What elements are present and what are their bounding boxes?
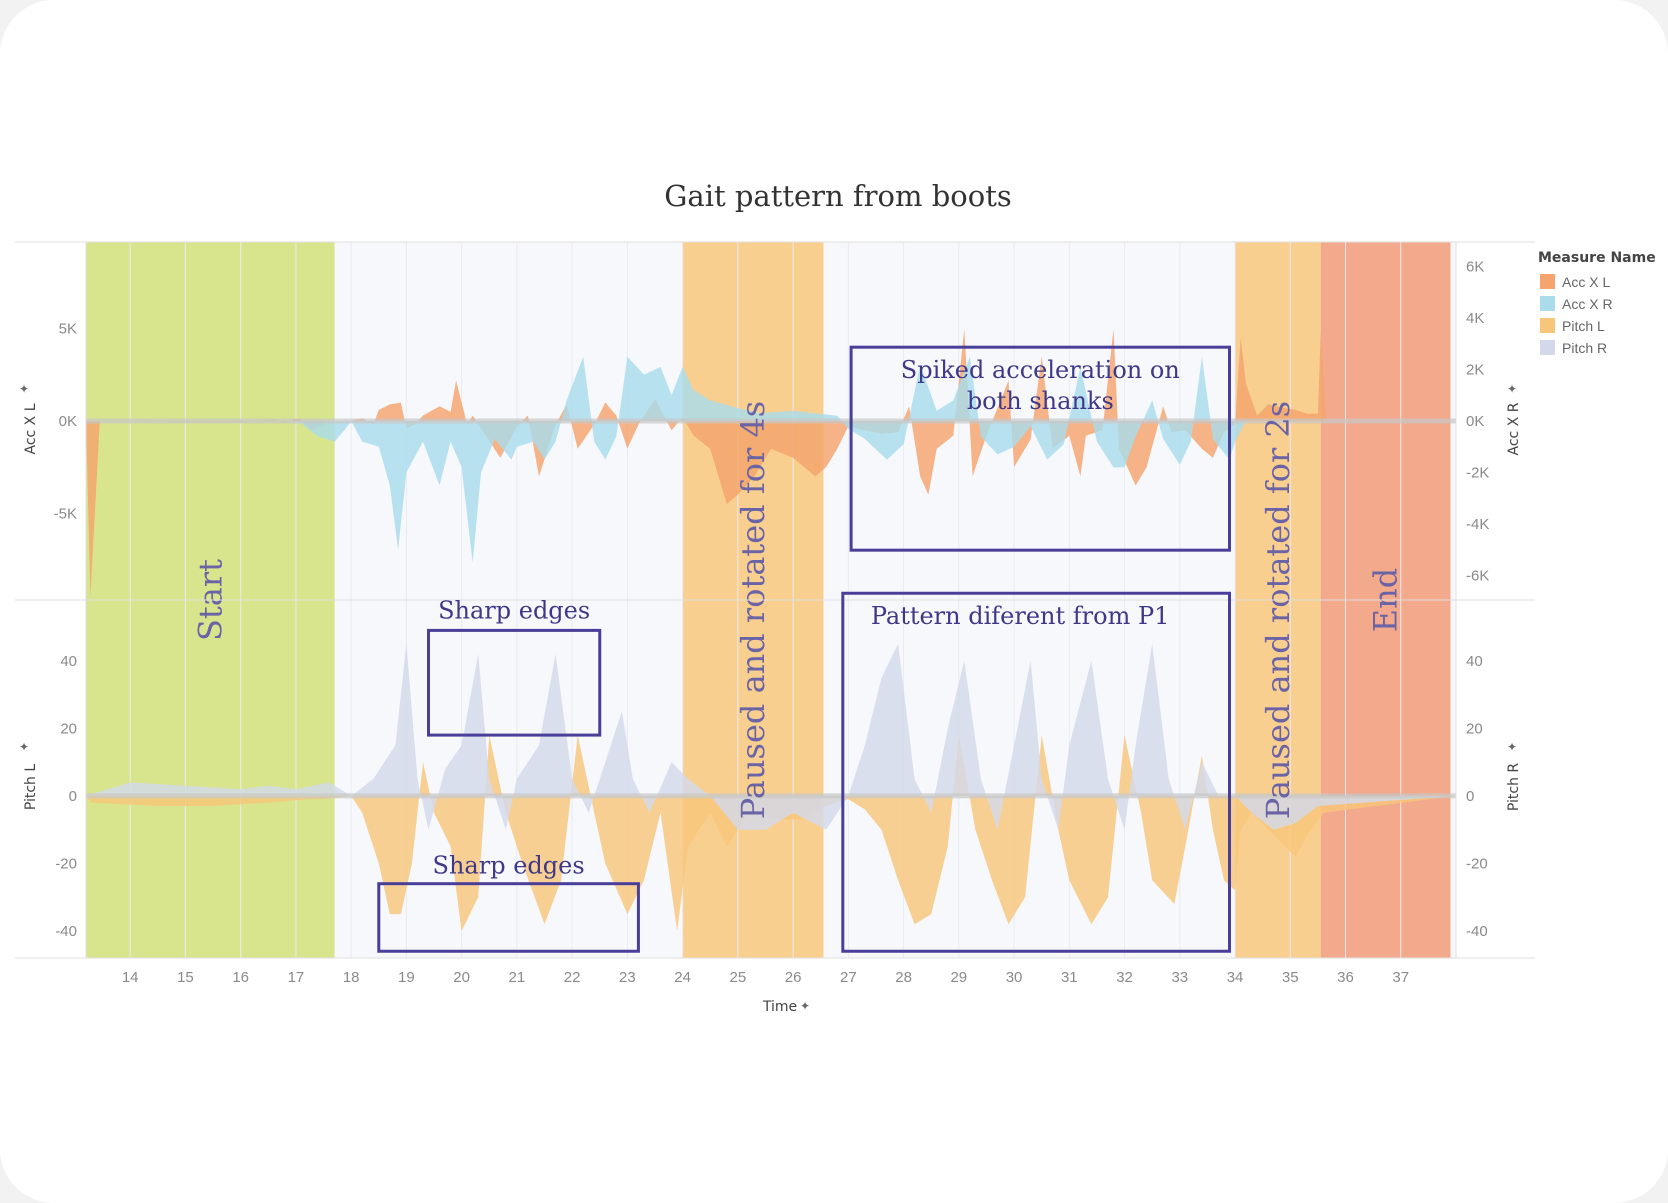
legend-label-pitch-r[interactable]: Pitch R <box>1562 340 1607 356</box>
y-tick-label: -40 <box>1466 923 1488 940</box>
annotation-label-1: Spiked acceleration on <box>901 356 1180 384</box>
legend: Acc X L Acc X R Pitch L Pitch R <box>1540 274 1613 356</box>
legend-title: Measure Name <box>1538 250 1656 266</box>
x-tick-label: 28 <box>895 969 912 986</box>
y-tick-label: 0K <box>59 413 77 430</box>
legend-swatch-pitch-l[interactable] <box>1540 318 1555 333</box>
panel-pitch <box>86 643 1456 931</box>
x-tick-label: 37 <box>1392 969 1409 986</box>
series-acc-x-r <box>86 356 1456 563</box>
legend-label-pitch-l[interactable]: Pitch L <box>1562 318 1605 334</box>
right-axis-title-acc: Acc X R <box>1506 402 1522 455</box>
left-axis-title-pitch: Pitch L <box>23 764 39 811</box>
x-tick-label: 30 <box>1006 969 1023 986</box>
x-tick-label: 18 <box>343 969 360 986</box>
x-tick-label: 23 <box>619 969 636 986</box>
annotation-box-2 <box>841 591 1232 953</box>
y-tick-label: 2K <box>1466 361 1484 378</box>
x-tick-label: 33 <box>1171 969 1188 986</box>
x-tick-label: 20 <box>453 969 470 986</box>
annotation-label-1: both shanks <box>967 387 1114 415</box>
series-acc-x-l <box>86 328 1456 597</box>
y-tick-label: 40 <box>60 653 77 670</box>
panel-acc <box>86 328 1456 597</box>
x-tick-label: 25 <box>730 969 747 986</box>
x-tick-label: 29 <box>950 969 967 986</box>
y-tick-label: 40 <box>1466 653 1483 670</box>
x-axis-title: Time <box>762 999 797 1015</box>
x-tick-label: 35 <box>1282 969 1299 986</box>
annotation-label-3: Sharp edges <box>438 596 590 624</box>
x-tick-label: 36 <box>1337 969 1354 986</box>
x-axis: 14 15 16 17 18 19 20 21 22 23 24 25 26 27 28 29 30 31 32 33… <box>122 969 1409 986</box>
x-tick-label: 32 <box>1116 969 1133 986</box>
y-tick-label: -5K <box>54 505 77 522</box>
x-tick-label: 17 <box>288 969 305 986</box>
x-tick-label: 19 <box>398 969 415 986</box>
left-axis-pitch: 40 20 0 -20 -40 <box>55 653 77 940</box>
x-tick-label: 14 <box>122 969 139 986</box>
y-tick-label: 4K <box>1466 310 1484 327</box>
series-pitch-l <box>86 735 1456 931</box>
plot-frame <box>15 241 1535 959</box>
y-tick-label: -20 <box>55 855 77 872</box>
right-axis-title-pitch: Pitch R <box>1506 763 1522 812</box>
y-tick-label: 20 <box>60 720 77 737</box>
x-tick-label: 34 <box>1227 969 1244 986</box>
y-tick-label: 0 <box>69 788 77 805</box>
chart-title: Gait pattern from boots <box>664 179 1011 213</box>
y-tick-label: -6K <box>1466 568 1489 585</box>
x-tick-label: 22 <box>564 969 581 986</box>
band-label-paused-and-rotated-for-4s: Paused and rotated for 4s <box>734 401 772 819</box>
x-tick-label: 27 <box>840 969 857 986</box>
y-tick-label: 20 <box>1466 720 1483 737</box>
annotation-box-3 <box>427 628 602 737</box>
y-tick-label: 0K <box>1466 413 1484 430</box>
x-tick-label: 26 <box>785 969 802 986</box>
left-axis-acc: 5K 0K -5K <box>54 321 77 523</box>
right-axis-pitch: 40 20 0 -20 -40 <box>1466 653 1488 940</box>
legend-label-acc-x-r[interactable]: Acc X R <box>1562 296 1613 312</box>
x-axis-pin-icon[interactable]: ✦ <box>800 999 810 1013</box>
y-tick-label: 6K <box>1466 258 1484 275</box>
y-tick-label: 5K <box>59 321 77 338</box>
annotation-box-1 <box>849 345 1232 552</box>
annotations: Spiked acceleration on both shanksPattern… <box>377 345 1232 953</box>
annotation-label-2: Pattern diferent from P1 <box>871 602 1170 630</box>
annotation-label-4: Sharp edges <box>433 852 585 880</box>
right-axis-acc: 6K 4K 2K 0K -2K -4K -6K <box>1466 258 1489 584</box>
legend-swatch-acc-x-l[interactable] <box>1540 274 1555 289</box>
x-tick-label: 16 <box>232 969 249 986</box>
x-tick-label: 15 <box>177 969 194 986</box>
annotation-box-4 <box>377 882 640 953</box>
y-tick-label: -40 <box>55 923 77 940</box>
right-axis-pin-icon[interactable]: ✦ <box>1507 740 1517 754</box>
y-tick-label: 0 <box>1466 788 1474 805</box>
y-tick-label: -4K <box>1466 516 1489 533</box>
y-tick-label: -2K <box>1466 465 1489 482</box>
left-axis-pin-icon[interactable]: ✦ <box>19 740 29 754</box>
legend-swatch-pitch-r[interactable] <box>1540 340 1555 355</box>
y-tick-label: -20 <box>1466 855 1488 872</box>
right-axis-pin-icon[interactable]: ✦ <box>1507 382 1517 396</box>
x-tick-label: 21 <box>509 969 526 986</box>
x-tick-label: 24 <box>674 969 691 986</box>
left-axis-pin-icon[interactable]: ✦ <box>19 382 29 396</box>
legend-label-acc-x-l[interactable]: Acc X L <box>1562 274 1610 290</box>
left-axis-title-acc: Acc X L <box>23 403 39 454</box>
x-tick-label: 31 <box>1061 969 1078 986</box>
band-label-paused-and-rotated-for-2s: Paused and rotated for 2s <box>1259 401 1297 819</box>
legend-swatch-acc-x-r[interactable] <box>1540 296 1555 311</box>
